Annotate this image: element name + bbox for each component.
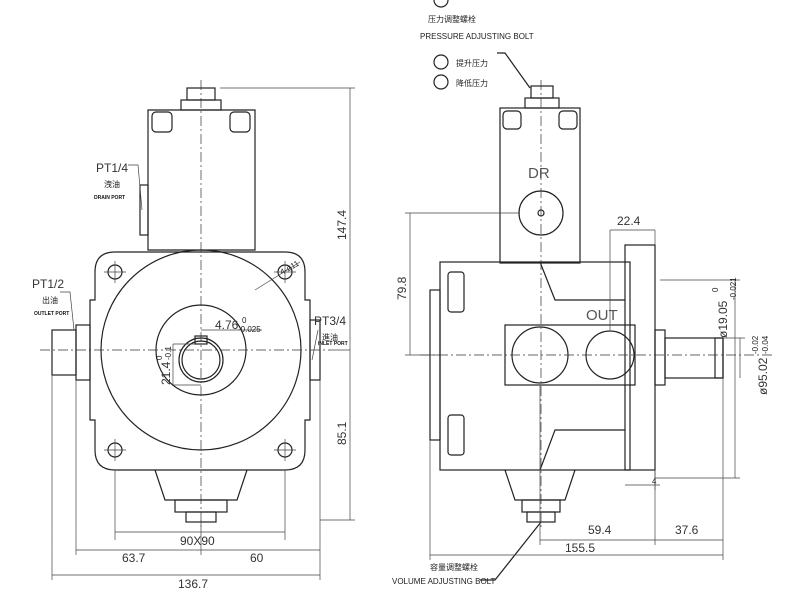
mounting-holes bbox=[104, 261, 296, 461]
pressure-bolt-cn: 压力调整螺栓 bbox=[428, 14, 476, 24]
block-corner bbox=[151, 111, 173, 133]
side-view: 压力调整螺栓 PRESSURE ADJUSTING BOLT 提升压力 降低压力… bbox=[392, 0, 775, 586]
shaft bbox=[664, 337, 724, 379]
port-cn: 進油 bbox=[322, 332, 338, 342]
volume-bolt-cn: 容量调整螺栓 bbox=[430, 562, 478, 572]
leader bbox=[311, 329, 319, 361]
volume-bolt-en: VOLUME ADJUSTING BOLT bbox=[392, 577, 496, 586]
decrease-pressure-icon bbox=[433, 74, 449, 90]
dim-shaft-dia: ø19.05 bbox=[716, 300, 730, 338]
rear-cover bbox=[429, 289, 441, 441]
pressure-bolt-en: PRESSURE ADJUSTING BOLT bbox=[420, 32, 534, 41]
dim-59-4: 59.4 bbox=[588, 523, 612, 537]
upper-block bbox=[499, 107, 581, 264]
pressure-bolt-nut bbox=[524, 97, 560, 109]
dim-155-5: 155.5 bbox=[565, 541, 595, 555]
flange-thickness-dim bbox=[625, 470, 660, 490]
flange-offset-dim bbox=[609, 229, 656, 330]
body-pad bbox=[447, 271, 465, 313]
dim-85-1: 85.1 bbox=[335, 421, 349, 445]
port-cn: 洩油 bbox=[104, 179, 120, 189]
dim-63-7: 63.7 bbox=[122, 551, 146, 565]
dim-136-7: 136.7 bbox=[178, 577, 208, 591]
leader bbox=[60, 291, 75, 331]
outlet-port-label: PT1/2 出油 OUTLET PORT bbox=[32, 277, 75, 331]
centerlines bbox=[40, 80, 330, 530]
body-pad bbox=[447, 414, 465, 456]
port-size: PT1/2 bbox=[32, 277, 64, 291]
body-chamfer bbox=[539, 261, 625, 471]
drain-port-label: PT1/4 洩油 DRAIN PORT bbox=[94, 161, 143, 211]
tol-lower: -0.04 bbox=[761, 335, 770, 354]
shaft-collar bbox=[654, 329, 666, 386]
port-cn: 出油 bbox=[42, 295, 58, 305]
vertical-dims bbox=[220, 87, 355, 521]
dr-height-dim bbox=[405, 212, 520, 356]
dim-60: 60 bbox=[250, 551, 264, 565]
out-label: OUT bbox=[586, 307, 618, 324]
block-corner bbox=[229, 111, 251, 133]
leader bbox=[128, 164, 143, 211]
front-view: 147.4 85.1 90X90 63.7 60 136.7 4-ø11 4.7… bbox=[32, 80, 355, 591]
port-size: PT1/4 bbox=[96, 161, 128, 175]
upper-block bbox=[147, 109, 256, 251]
dim-shaft-key: 21.4 bbox=[159, 361, 173, 385]
unused bbox=[433, 0, 449, 8]
outlet-boss bbox=[75, 324, 91, 381]
dim-hole-dia: 4-ø11 bbox=[279, 259, 302, 277]
shaft-end bbox=[714, 337, 724, 379]
centerlines bbox=[420, 80, 775, 530]
pressure-bolt-head bbox=[530, 85, 554, 99]
tol-lower: -0.1 bbox=[164, 346, 173, 360]
dim-37-6: 37.6 bbox=[675, 523, 699, 537]
outlet-pipe bbox=[51, 329, 77, 376]
dim-bolt-pattern: 90X90 bbox=[180, 534, 215, 548]
main-body bbox=[439, 261, 631, 471]
inlet-port-label: PT3/4 進油 INLET PORT bbox=[311, 314, 348, 361]
dim-22-4: 22.4 bbox=[617, 214, 641, 228]
dim-147-4: 147.4 bbox=[335, 210, 349, 240]
pressure-bolt-leader bbox=[497, 52, 531, 89]
tol-lower: -0.025 bbox=[238, 325, 261, 334]
hole-leader bbox=[254, 261, 301, 291]
tol-upper: -0.02 bbox=[751, 335, 760, 354]
port-en: OUTLET PORT bbox=[34, 311, 69, 317]
length-dims bbox=[429, 378, 724, 560]
increase-pressure-icon bbox=[433, 54, 449, 70]
increase-pressure-label: 提升压力 bbox=[456, 58, 488, 68]
tol-upper: 0 bbox=[242, 316, 247, 325]
tol-lower: -0.021 bbox=[729, 277, 738, 300]
dim-key-width: 4.76 bbox=[215, 318, 239, 332]
diameter-dims bbox=[655, 279, 745, 479]
dim-4: 4 bbox=[652, 477, 657, 486]
block-corner bbox=[558, 110, 578, 130]
tol-upper: 0 bbox=[711, 287, 720, 292]
dr-label: DR bbox=[528, 165, 550, 182]
dim-pilot-dia: ø95.02 bbox=[756, 357, 770, 395]
horizontal-dims bbox=[51, 375, 321, 580]
port-en: INLET PORT bbox=[318, 341, 348, 347]
key-dims bbox=[172, 329, 262, 386]
tol-upper: 0 bbox=[155, 355, 164, 360]
dim-79-8: 79.8 bbox=[395, 276, 409, 300]
drain-port-boss bbox=[139, 184, 149, 236]
block-corner bbox=[502, 110, 522, 130]
decrease-pressure-label: 降低压力 bbox=[456, 78, 488, 88]
port-en: DRAIN PORT bbox=[94, 195, 125, 201]
port-size: PT3/4 bbox=[314, 314, 346, 328]
volume-bolt-leader bbox=[480, 521, 542, 581]
